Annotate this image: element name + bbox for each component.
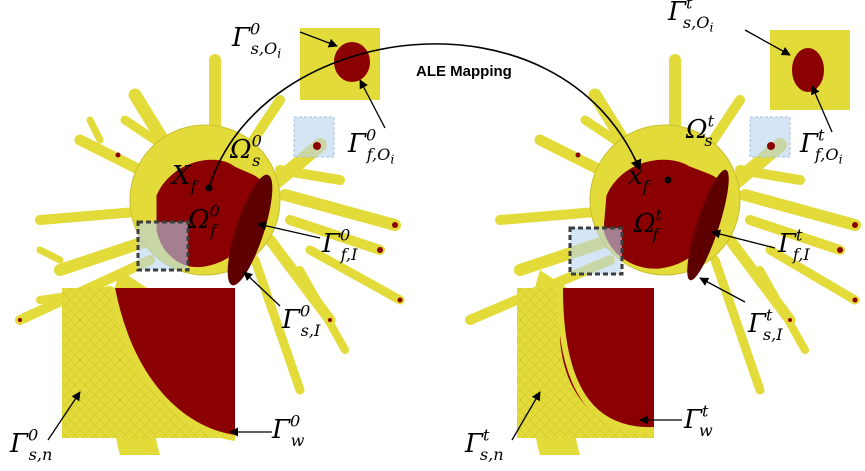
reference-outlet-highlight <box>294 117 334 157</box>
reference-wall-highlight <box>138 222 188 270</box>
current-wall-inset <box>517 288 654 438</box>
current-wall-highlight <box>570 228 622 274</box>
reference-wall-inset <box>62 288 235 438</box>
current-point-dot <box>665 177 672 184</box>
current-outlet-inset <box>770 30 850 110</box>
ale-mapping-title: ALE Mapping <box>416 63 512 80</box>
current-outlet-highlight <box>750 117 790 157</box>
reference-outlet-inset <box>300 28 380 100</box>
